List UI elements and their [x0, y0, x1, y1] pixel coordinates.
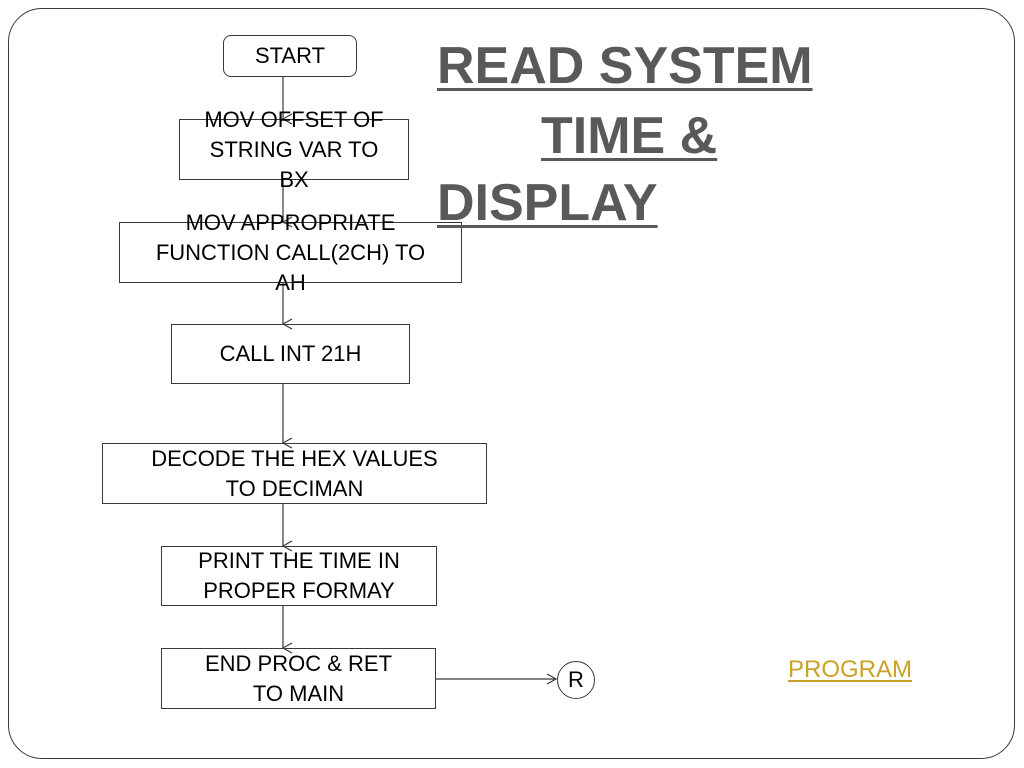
flow-step-print-time-label: PRINT THE TIME IN PROPER FORMAY	[198, 548, 400, 603]
off-page-connector-label: R	[568, 667, 584, 692]
title-line-3: DISPLAY	[437, 174, 658, 232]
flow-step-mov-offset-label: MOV OFFSET OF STRING VAR TO BX	[204, 106, 384, 192]
flow-step-call-int-label: CALL INT 21H	[219, 341, 362, 366]
flow-step-decode: DECODE THE HEX VALUES TO DECIMAN	[102, 443, 487, 504]
off-page-connector: R	[557, 661, 595, 699]
flow-step-decode-label: DECODE THE HEX VALUES TO DECIMAN	[151, 445, 438, 501]
flow-step-mov-function: MOV APPROPRIATE FUNCTION CALL(2CH) TO AH	[119, 210, 462, 295]
flow-step-start: START	[223, 35, 357, 77]
flow-step-mov-function-label: MOV APPROPRIATE FUNCTION CALL(2CH) TO AH	[155, 209, 426, 295]
flow-step-print-time: PRINT THE TIME IN PROPER FORMAY	[161, 546, 437, 606]
flow-step-call-int: CALL INT 21H	[171, 324, 410, 384]
flow-step-start-label: START	[254, 43, 326, 68]
flow-step-end-proc-label: END PROC & RET TO MAIN	[204, 650, 393, 706]
program-link[interactable]: PROGRAM	[788, 656, 913, 683]
title-line-2: TIME &	[541, 107, 718, 165]
flow-step-end-proc: END PROC & RET TO MAIN	[161, 648, 436, 709]
flow-step-mov-offset: MOV OFFSET OF STRING VAR TO BX	[179, 107, 409, 192]
title-line-1: READ SYSTEM	[437, 37, 813, 95]
